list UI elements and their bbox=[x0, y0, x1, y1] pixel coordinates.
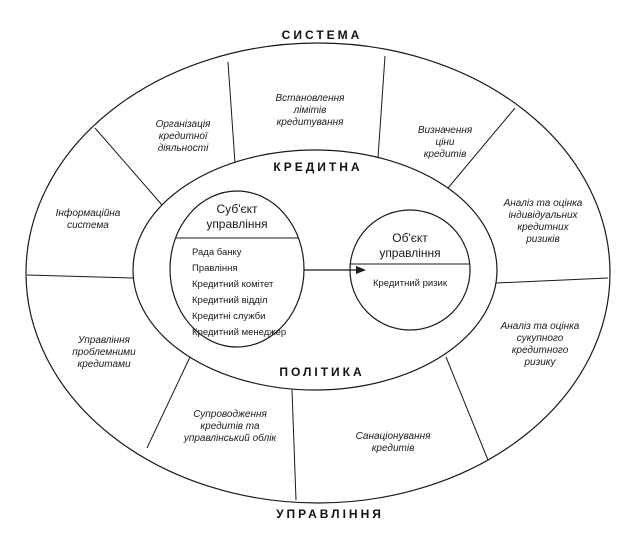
segment-label-organization: Організація кредитної діяльності bbox=[156, 119, 211, 154]
subject-item: Кредитний комітет bbox=[192, 279, 274, 290]
object-circle bbox=[349, 209, 471, 331]
segment-label-problem-loans: Управління проблемними кредитами bbox=[72, 335, 136, 370]
segment-line: індивідуальних bbox=[508, 210, 578, 221]
segment-line: кредитної bbox=[159, 131, 209, 142]
subject-item: Кредитний менеджер bbox=[192, 327, 286, 338]
segment-line: кредитного bbox=[512, 345, 569, 356]
segment-line: діяльності bbox=[158, 143, 209, 154]
object-item: Кредитний ризик bbox=[373, 278, 448, 289]
segment-line: ризику bbox=[523, 357, 556, 368]
segment-line: ціни bbox=[435, 137, 454, 148]
outer-ellipse bbox=[25, 42, 611, 504]
subject-item: Кредитний відділ bbox=[192, 295, 268, 306]
segment-label-pricing: Визначення ціни кредитів bbox=[418, 125, 473, 160]
title-inner-top: КРЕДИТНА bbox=[273, 160, 362, 174]
segment-line: Санаціонування bbox=[356, 431, 432, 442]
segment-line: Аналіз та оцінка bbox=[503, 198, 583, 209]
segment-label-rehabilitation: Санаціонування кредитів bbox=[356, 431, 432, 454]
segment-divider bbox=[146, 356, 191, 449]
segment-divider bbox=[445, 356, 489, 461]
segment-line: кредитів bbox=[372, 443, 415, 454]
title-inner-bottom: ПОЛІТИКА bbox=[279, 365, 364, 379]
segment-label-individual-risk: Аналіз та оцінка індивідуальних кредитни… bbox=[503, 198, 583, 245]
title-bottom: УПРАВЛІННЯ bbox=[276, 507, 384, 521]
segment-line: Аналіз та оцінка bbox=[500, 321, 580, 332]
segment-label-aggregate-risk: Аналіз та оцінка сукупного кредитного ри… bbox=[500, 321, 580, 368]
segment-dividers bbox=[26, 55, 609, 501]
subject-heading: Суб'єкт bbox=[217, 202, 258, 216]
segment-divider bbox=[94, 127, 163, 206]
subject-item: Правління bbox=[192, 263, 238, 274]
segment-divider bbox=[291, 389, 297, 501]
inner-ellipse bbox=[132, 149, 498, 391]
segment-line: кредитних bbox=[517, 222, 569, 233]
subject-heading: управління bbox=[206, 217, 267, 231]
subject-box: Суб'єкт управління Рада банку Правління … bbox=[169, 190, 305, 348]
segment-line: Інформаційна bbox=[56, 207, 121, 219]
segment-line: Встановлення bbox=[276, 93, 346, 104]
segment-divider bbox=[377, 55, 386, 159]
segment-label-information: Інформаційна система bbox=[56, 207, 121, 231]
segment-line: ризиків bbox=[525, 234, 560, 245]
segment-line: кредитів bbox=[424, 149, 467, 160]
segment-line: кредитами bbox=[77, 359, 130, 370]
subject-circle bbox=[169, 190, 305, 348]
object-heading: Об'єкт bbox=[392, 231, 428, 245]
title-top: СИСТЕМА bbox=[282, 28, 363, 42]
segment-divider bbox=[26, 274, 134, 279]
segment-line: лімітів bbox=[293, 105, 327, 116]
object-box: Об'єкт управління Кредитний ризик bbox=[349, 209, 471, 331]
segment-line: кредитів та bbox=[200, 421, 260, 432]
segment-line: проблемними bbox=[72, 346, 136, 358]
segment-line: Організація bbox=[156, 119, 211, 130]
segment-divider bbox=[447, 107, 516, 189]
segment-line: система bbox=[67, 220, 109, 231]
arrow-subject-to-object bbox=[304, 266, 366, 274]
segment-label-support: Супроводження кредитів та управлінський … bbox=[183, 409, 278, 444]
segment-divider bbox=[227, 61, 236, 164]
segment-line: Супроводження bbox=[193, 409, 267, 420]
object-heading: управління bbox=[379, 246, 440, 260]
segment-line: Управління bbox=[77, 335, 131, 346]
subject-item: Кредитні служби bbox=[192, 311, 265, 322]
segment-line: кредитування bbox=[277, 117, 344, 128]
segment-line: Визначення bbox=[418, 125, 473, 136]
segment-line: сукупного bbox=[517, 333, 564, 344]
segment-divider bbox=[495, 277, 609, 284]
subject-item: Рада банку bbox=[192, 247, 242, 258]
segment-line: управлінський облік bbox=[183, 432, 278, 444]
segment-label-limits: Встановлення лімітів кредитування bbox=[276, 93, 346, 128]
arrow-head-icon bbox=[356, 266, 366, 274]
